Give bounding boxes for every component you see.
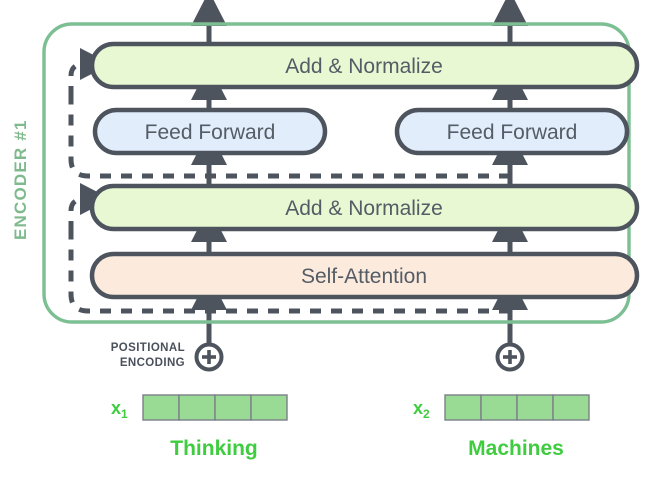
block-feed-forward-right[interactable]: Feed Forward — [394, 107, 630, 156]
plus-circle-icon-left — [194, 342, 224, 372]
embedding-cells-x1 — [142, 394, 288, 421]
block-self-attention[interactable]: Self-Attention — [89, 251, 640, 300]
feed-forward-right-box[interactable] — [394, 107, 630, 156]
positional-encoding-label: POSITIONAL ENCODING — [111, 342, 185, 369]
positional-encoding-line2: ENCODING — [120, 357, 185, 369]
vector-label-x2-sub: 2 — [423, 407, 430, 421]
plus-circle-icon-right — [495, 342, 525, 372]
residual-arrow-top-to-addnorm — [68, 48, 111, 97]
block-add-normalize-bottom[interactable]: Add & Normalize — [89, 183, 640, 232]
add-normalize-bottom-box[interactable] — [89, 183, 640, 232]
vector-label-x1-base: x — [111, 398, 121, 418]
residual-line-bottom — [68, 232, 510, 314]
input-embedding-1: x1 Thinking — [111, 394, 288, 460]
residual-line-top — [68, 97, 510, 179]
self-attention-box[interactable] — [89, 251, 640, 300]
add-normalize-top-box[interactable] — [89, 41, 640, 90]
residual-connections — [68, 48, 510, 314]
vector-label-x2: x2 — [413, 398, 430, 421]
feed-forward-left-label: Feed Forward — [145, 121, 276, 144]
block-add-normalize-top[interactable]: Add & Normalize — [89, 41, 640, 90]
vector-label-x1-sub: 1 — [121, 407, 128, 421]
input-word-2: Machines — [468, 437, 564, 460]
vector-label-x1: x1 — [111, 398, 128, 421]
vector-label-x2-base: x — [413, 398, 423, 418]
positional-encoding-line1: POSITIONAL — [111, 342, 185, 354]
embedding-cells-x2 — [444, 394, 590, 421]
input-word-1: Thinking — [170, 437, 258, 460]
block-feed-forward-left[interactable]: Feed Forward — [92, 107, 328, 156]
feed-forward-right-label: Feed Forward — [447, 121, 578, 144]
encoder-boundary — [42, 22, 631, 324]
feed-forward-left-box[interactable] — [92, 107, 328, 156]
add-normalize-top-label: Add & Normalize — [285, 55, 443, 78]
residual-arrow-bottom-to-addnorm — [68, 183, 111, 232]
encoder-label: ENCODER #1 — [11, 119, 30, 240]
input-embedding-2: x2 Machines — [413, 394, 590, 460]
add-normalize-bottom-label: Add & Normalize — [285, 197, 443, 220]
self-attention-label: Self-Attention — [301, 265, 427, 288]
